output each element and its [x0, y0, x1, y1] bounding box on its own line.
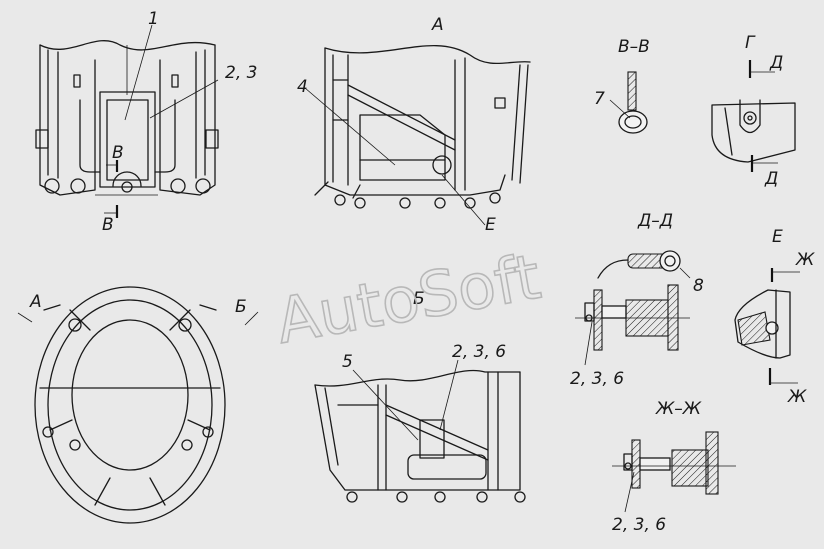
label-view-a: А	[431, 15, 444, 35]
label-mark-v-top: В	[112, 143, 124, 163]
section-d-drawing	[575, 250, 691, 366]
view-g-drawing	[711, 60, 796, 172]
label-mark-e-callout: Е	[485, 215, 496, 235]
label-section-zh: Ж–Ж	[655, 399, 702, 419]
label-view-e: Е	[772, 227, 783, 247]
label-part-4: 4	[297, 77, 308, 97]
watermark-text: AutoSoft	[271, 240, 546, 358]
label-mark-d-bottom: Д	[764, 169, 778, 189]
label-part-2-3-6-zh: 2, 3, 6	[612, 515, 666, 535]
label-mark-zh-top: Ж	[795, 250, 815, 270]
label-mark-zh-bottom: Ж	[787, 387, 807, 407]
label-mark-a-arrow: А	[29, 292, 42, 312]
view-a-drawing	[304, 45, 531, 226]
label-part-7: 7	[594, 89, 605, 109]
view-e-drawing	[734, 268, 800, 385]
view-b-drawing	[314, 359, 526, 503]
label-part-2-3-6-d: 2, 3, 6	[570, 369, 624, 389]
label-section-d: Д–Д	[637, 211, 673, 231]
label-part-2-3-6-b: 2, 3, 6	[452, 342, 506, 362]
label-mark-b-arrow: Б	[235, 297, 247, 317]
front-view	[35, 24, 219, 218]
label-part-1: 1	[148, 9, 159, 29]
label-part-5: 5	[342, 352, 353, 372]
label-view-g: Г	[745, 33, 756, 53]
label-mark-v-bottom: В	[102, 215, 114, 235]
label-part-8: 8	[693, 276, 704, 296]
label-part-2-3: 2, 3	[225, 63, 257, 83]
section-v-drawing	[609, 71, 648, 134]
label-section-v: В–В	[618, 37, 650, 57]
label-mark-d-top: Д	[769, 53, 783, 73]
top-view-drawing	[17, 286, 259, 524]
label-view-b: Б	[413, 289, 425, 309]
section-zh-drawing	[612, 431, 736, 513]
